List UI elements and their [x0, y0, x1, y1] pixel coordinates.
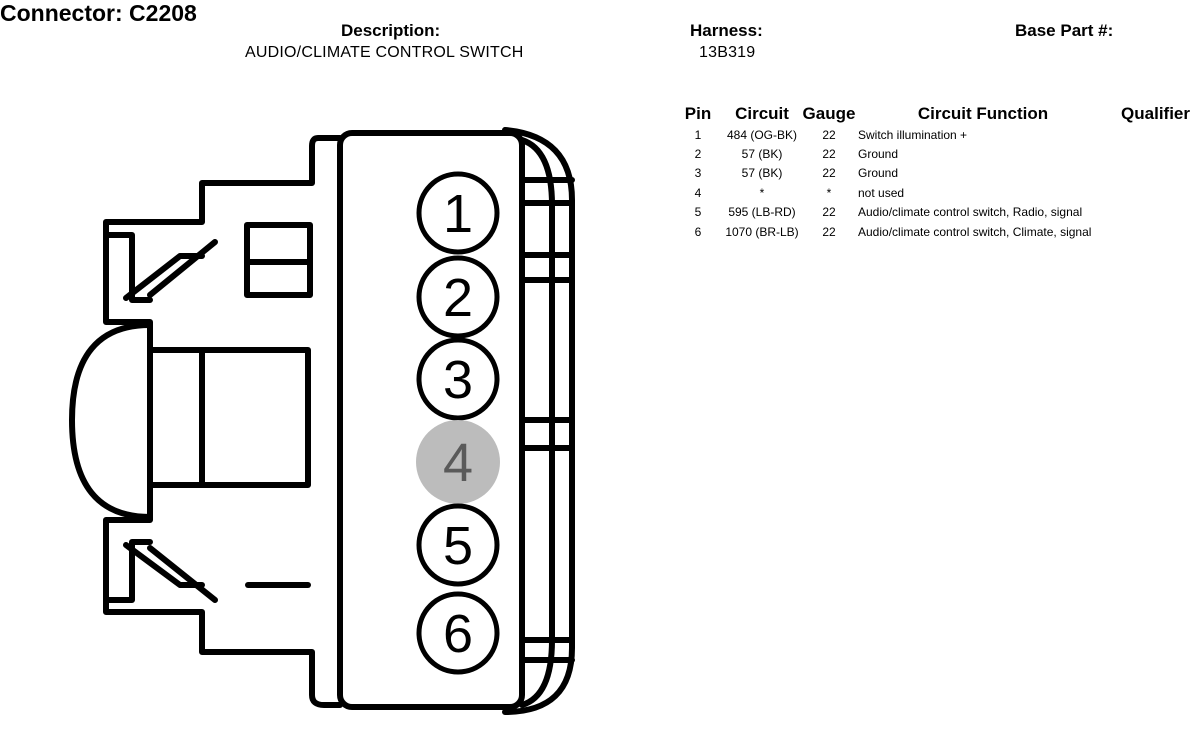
- harness-label: Harness:: [690, 21, 763, 40]
- table-row: 6 1070 (BR-LB) 22 Audio/climate control …: [674, 222, 1190, 241]
- pin-table-header-row: Pin Circuit Gauge Circuit Function Quali…: [674, 103, 1190, 125]
- base-part-label: Base Part #:: [1015, 21, 1114, 40]
- cell-function: Ground: [858, 147, 899, 162]
- cell-pin: 1: [694, 127, 702, 142]
- description-label: Description:: [341, 21, 441, 40]
- cell-function: Audio/climate control switch, Climate, s…: [858, 224, 1092, 239]
- table-row: 2 57 (BK) 22 Ground: [674, 144, 1190, 163]
- pin-label: 4: [443, 433, 473, 493]
- upper-latch-arm: [103, 232, 218, 303]
- right-slot-mid-lower: [519, 445, 575, 643]
- cell-gauge: 22: [822, 147, 836, 162]
- cell-gauge: 22: [822, 205, 836, 220]
- cell-pin: 6: [694, 224, 702, 239]
- cell-qualifier: [1110, 164, 1190, 183]
- cell-circuit: 484 (OG-BK): [726, 127, 798, 142]
- cell-pin: 2: [694, 147, 702, 162]
- pin-1: 1: [416, 171, 500, 255]
- cell-circuit: 1070 (BR-LB): [725, 224, 799, 239]
- cell-pin: 5: [694, 205, 702, 220]
- cell-qualifier: [1110, 144, 1190, 163]
- table-row: 3 57 (BK) 22 Ground: [674, 164, 1190, 183]
- lower-latch-arm: [103, 539, 218, 603]
- cell-circuit: 595 (LB-RD): [728, 205, 796, 220]
- pin-circle: [416, 591, 500, 675]
- right-slot-top: [519, 177, 575, 258]
- upper-square-window: [244, 222, 313, 298]
- cell-gauge: *: [826, 185, 832, 200]
- cell-gauge: 22: [822, 166, 836, 181]
- header-qualifier: Qualifier: [1121, 104, 1190, 123]
- cell-circuit: 57 (BK): [741, 147, 783, 162]
- right-outline: [502, 127, 575, 715]
- latch-window: [147, 347, 311, 488]
- cell-function: Audio/climate control switch, Radio, sig…: [858, 205, 1083, 220]
- cell-function: Ground: [858, 166, 899, 181]
- latch-bump: [69, 322, 153, 520]
- pin-label: 6: [443, 604, 473, 664]
- pin-circle: [416, 337, 500, 421]
- pin-circle: [416, 420, 500, 504]
- pin-circle: [416, 255, 500, 339]
- pin-label: 1: [443, 184, 473, 244]
- cell-gauge: 22: [822, 127, 836, 142]
- pin-6: 6: [416, 591, 500, 675]
- description-value: AUDIO/CLIMATE CONTROL SWITCH: [245, 44, 524, 61]
- pin-5: 5: [416, 503, 500, 587]
- cell-circuit: 57 (BK): [741, 166, 783, 181]
- table-row: 4 * * not used: [674, 183, 1190, 202]
- cell-function: not used: [858, 185, 905, 200]
- table-row: 1 484 (OG-BK) 22 Switch illumination +: [674, 125, 1190, 144]
- header-gauge: Gauge: [802, 104, 856, 123]
- pin-3: 3: [416, 337, 500, 421]
- cell-function: Switch illumination +: [858, 127, 968, 142]
- cell-qualifier: [1110, 203, 1190, 222]
- cell-gauge: 22: [822, 224, 836, 239]
- table-row: 5 595 (LB-RD) 22 Audio/climate control s…: [674, 203, 1190, 222]
- pin-label: 3: [443, 350, 473, 410]
- pin-2: 2: [416, 255, 500, 339]
- pin-table: Pin Circuit Gauge Circuit Function Quali…: [674, 103, 1190, 241]
- right-slot-mid-upper: [519, 277, 575, 423]
- cell-pin: 4: [694, 185, 702, 200]
- header-pin: Pin: [684, 104, 712, 123]
- header-circuit: Circuit: [735, 104, 789, 123]
- harness-value: 13B319: [699, 44, 756, 61]
- pin-circle: [416, 171, 500, 255]
- cell-qualifier: [1110, 222, 1190, 241]
- cell-pin: 3: [694, 166, 702, 181]
- pin-label: 2: [443, 268, 473, 328]
- connector-title: Connector: C2208: [0, 0, 197, 26]
- cell-qualifier: [1110, 125, 1190, 144]
- pin-4-unused: 4: [416, 420, 500, 504]
- pin-circle: [416, 503, 500, 587]
- pin-label: 5: [443, 516, 473, 576]
- cell-circuit: *: [759, 185, 765, 200]
- header-circuit-function: Circuit Function: [917, 104, 1049, 123]
- connector-diagram: 1 2 3 4 5 6: [69, 127, 575, 715]
- cell-qualifier: [1110, 183, 1190, 202]
